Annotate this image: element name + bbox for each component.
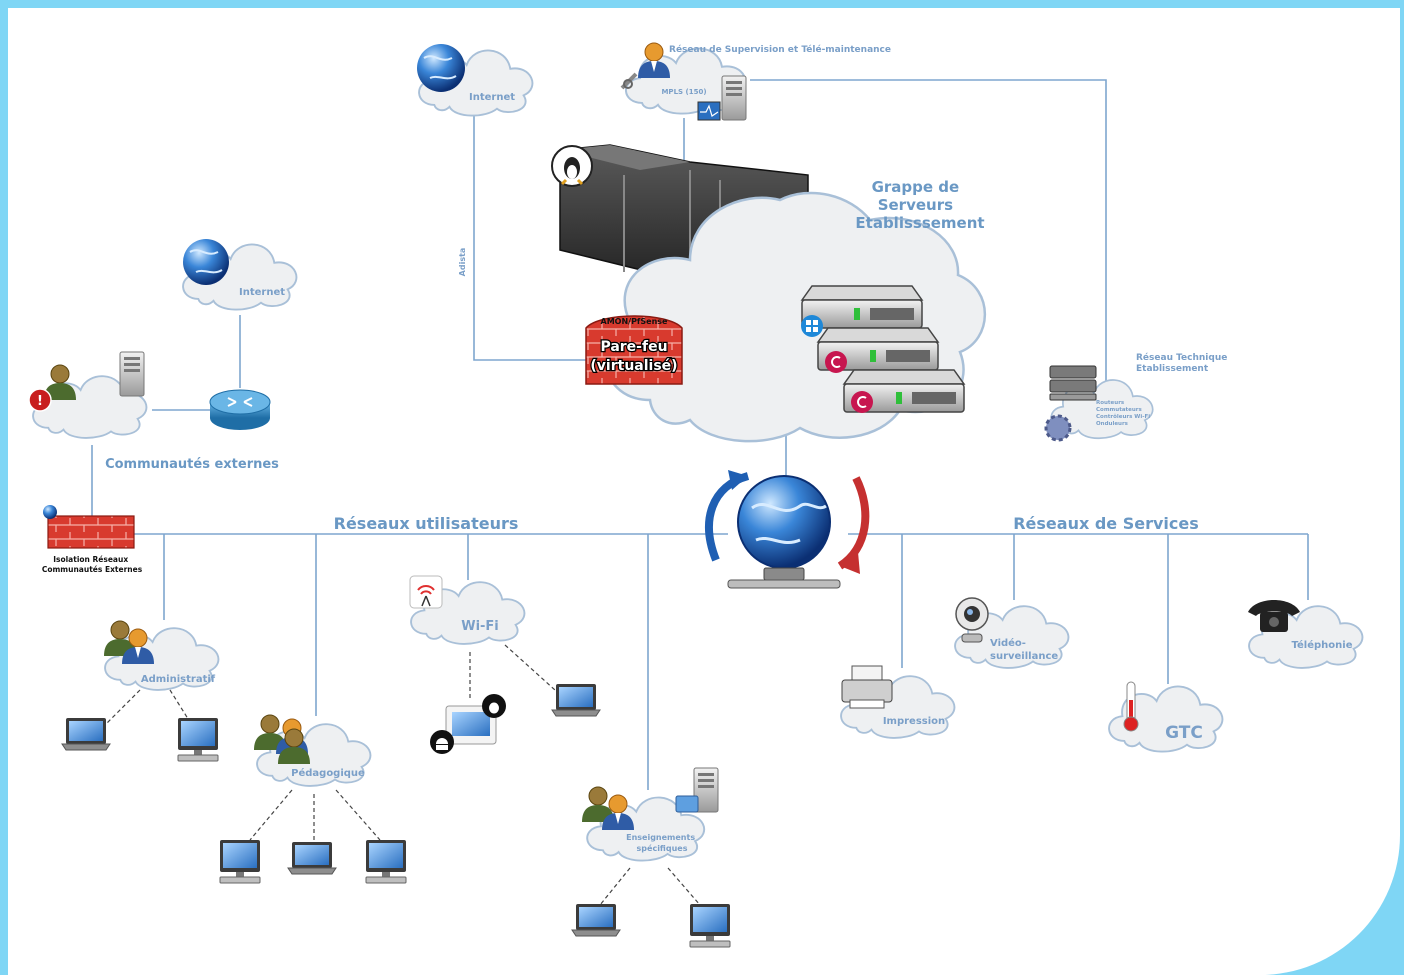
network-links — [91, 79, 1309, 790]
enseignement-laptop — [571, 903, 621, 937]
gtc-label: GTC — [1165, 723, 1203, 743]
link-supervision-technique — [750, 79, 1107, 385]
pedago-desktop — [365, 839, 407, 884]
tux-icon — [551, 145, 593, 187]
internet-top-label: Internet — [469, 92, 515, 103]
internet-left-label: Internet — [239, 287, 285, 298]
tablet — [445, 705, 497, 745]
telephonie-label: Téléphonie — [1292, 639, 1353, 651]
mpls-label: MPLS (150) — [661, 88, 706, 96]
wifi-antenna-icon — [409, 575, 443, 609]
enseignement-desktop — [689, 903, 731, 948]
firewall-line2: (virtualisé) — [590, 358, 677, 374]
enseignements-label: Enseignements spécifiques — [626, 833, 698, 853]
debian-icon — [851, 391, 873, 413]
folder-icon — [675, 795, 699, 813]
android-icon — [430, 730, 454, 754]
alert-icon: ! — [28, 388, 52, 412]
globe-icon — [417, 44, 465, 92]
users-section-title: Réseaux utilisateurs — [334, 514, 519, 533]
adista-label: Adista — [458, 248, 467, 277]
isolation-firewall: Isolation Réseaux Communautés Externes — [42, 505, 143, 574]
wifi-laptop — [551, 683, 601, 717]
gear-icon — [1044, 414, 1072, 442]
cluster-title: Grappe de Serveurs Etablisssement — [855, 178, 984, 232]
administratif-label: Administratif — [141, 674, 216, 685]
thermometer-icon — [1123, 681, 1139, 732]
device-links — [99, 644, 701, 906]
supervision-server — [721, 75, 747, 121]
windows-icon — [801, 315, 823, 337]
svg-text:Isolation Réseaux Comm: Isolation Réseaux Communautés Externes — [42, 555, 143, 574]
apple-icon — [482, 694, 506, 718]
router-icon — [209, 389, 271, 430]
supervision-title: Réseau de Supervision et Télé-maintenanc… — [669, 44, 891, 55]
services-section-title: Réseaux de Services — [1013, 514, 1199, 533]
reseau-technique-items: Routeurs Commutateurs Contrôleurs Wi-Fi … — [1096, 400, 1152, 427]
monitor-icon — [697, 101, 721, 121]
server-cluster: Grappe de Serveurs Etablisssement AMON/P… — [551, 144, 987, 443]
globe-icon — [183, 239, 229, 285]
admin-desktop — [177, 717, 219, 762]
impression-label: Impression — [883, 716, 945, 727]
globe-icon — [737, 475, 831, 569]
central-hub — [705, 470, 870, 589]
firewall-virtualise: AMON/PfSense Pare-feu (virtualisé) — [585, 315, 683, 385]
svg-text:!: ! — [37, 394, 43, 409]
phone-icon — [1248, 600, 1300, 632]
link-internet-firewall — [473, 112, 590, 361]
external-server — [119, 351, 145, 397]
supervision-operator — [620, 42, 671, 90]
wifi-label: Wi-Fi — [461, 619, 499, 634]
pedago-laptop — [287, 841, 337, 875]
video-label: Vidéo- surveillance — [990, 637, 1058, 662]
debian-icon — [825, 351, 847, 373]
pedagogique-label: Pédagogique — [291, 767, 365, 779]
firewall-header: AMON/PfSense — [601, 317, 669, 326]
webcam-icon — [955, 597, 989, 643]
communautes-label: Communautés externes — [105, 457, 279, 472]
reseau-technique-title: Réseau Technique Etablissement — [1136, 352, 1231, 374]
printer-icon — [841, 665, 893, 709]
reseau-technique-devices — [1044, 365, 1097, 442]
admin-laptop — [61, 717, 111, 751]
pedago-desktop — [219, 839, 261, 884]
firewall-line1: Pare-feu — [600, 339, 667, 355]
